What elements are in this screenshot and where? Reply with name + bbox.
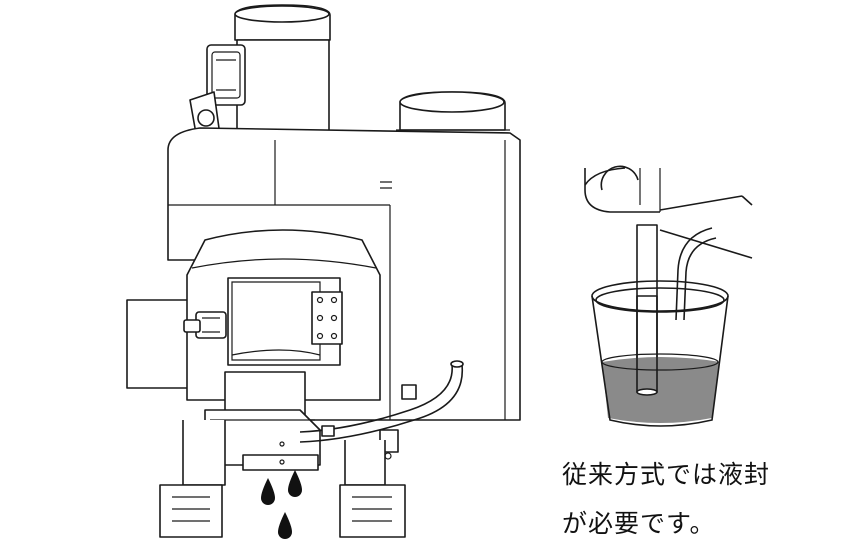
lower-block [204, 371, 321, 466]
oil-drops [261, 470, 302, 539]
left-leg [159, 420, 226, 538]
oil-drop-icon [261, 478, 275, 505]
caption: 従来方式では液封 が必要です。 [562, 450, 822, 548]
liquid-seal-illustration [584, 165, 753, 427]
oil-drop-icon [278, 512, 292, 539]
drip-tray [242, 441, 319, 471]
right-leg [339, 440, 406, 538]
housing-corner [584, 165, 753, 259]
inner-cover [227, 277, 343, 366]
liquid [602, 357, 720, 423]
fan-cylinder [396, 91, 510, 131]
left-panel [126, 299, 193, 389]
oil-drop-icon [288, 470, 302, 497]
cup [591, 280, 729, 427]
latch [183, 311, 227, 339]
caption-line-1: 従来方式では液封 [562, 460, 771, 489]
breather-tube [675, 227, 717, 321]
machine-illustration [126, 4, 521, 539]
caption-line-2: が必要です。 [562, 509, 716, 538]
terminal-box [206, 44, 246, 106]
motor-cylinder [234, 4, 331, 136]
